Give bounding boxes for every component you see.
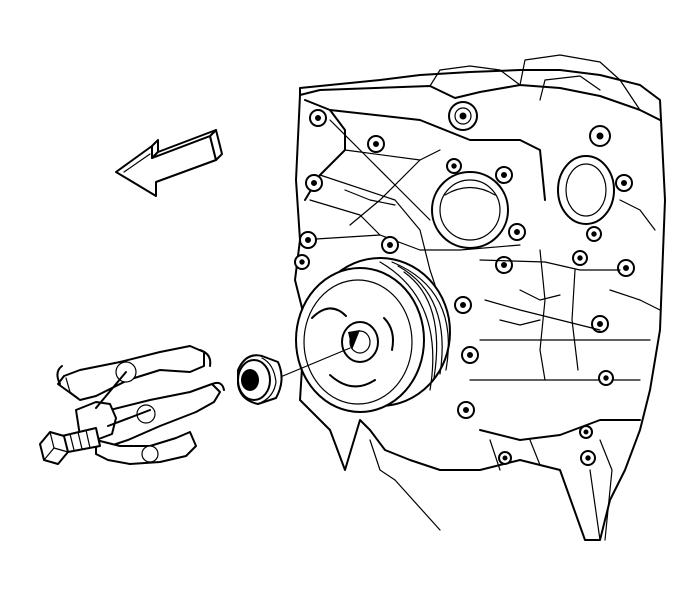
cam-bore-left	[431, 171, 509, 249]
puller-adapter	[237, 354, 283, 405]
pan-bolts	[498, 370, 614, 466]
arrow-left-icon	[115, 129, 223, 197]
top-plug	[448, 101, 478, 131]
alignment-line	[277, 347, 351, 379]
crankshaft-balancer	[295, 257, 451, 413]
cam-bore-right	[557, 125, 615, 225]
three-jaw-puller	[39, 345, 225, 465]
engine-block	[294, 54, 666, 541]
